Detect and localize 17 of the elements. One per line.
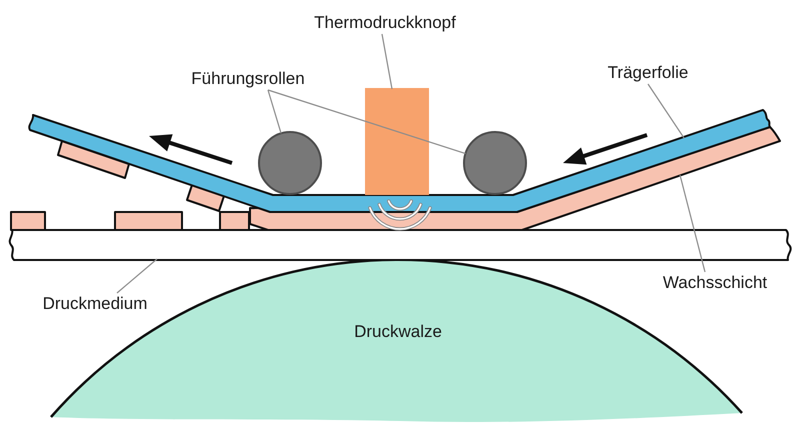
leader-line (268, 89, 466, 154)
guide-roller (258, 131, 322, 195)
carrier-film (28, 109, 771, 213)
leader-line (267, 90, 282, 134)
part-label: Druckmedium (42, 294, 148, 314)
leader-line (679, 174, 706, 272)
part-label: Thermodruckknopf (314, 13, 456, 33)
guide-roller (463, 131, 527, 195)
part-label: Trägerfolie (608, 63, 688, 83)
print-head-block (365, 88, 429, 195)
print-medium-strip (8, 229, 792, 261)
part-label: Druckwalze (354, 322, 442, 342)
leader-line (116, 258, 158, 294)
part-label: Führungsrollen (191, 69, 305, 89)
leader-line (381, 34, 393, 90)
leader-line (648, 84, 684, 138)
part-label: Wachsschicht (662, 273, 768, 293)
